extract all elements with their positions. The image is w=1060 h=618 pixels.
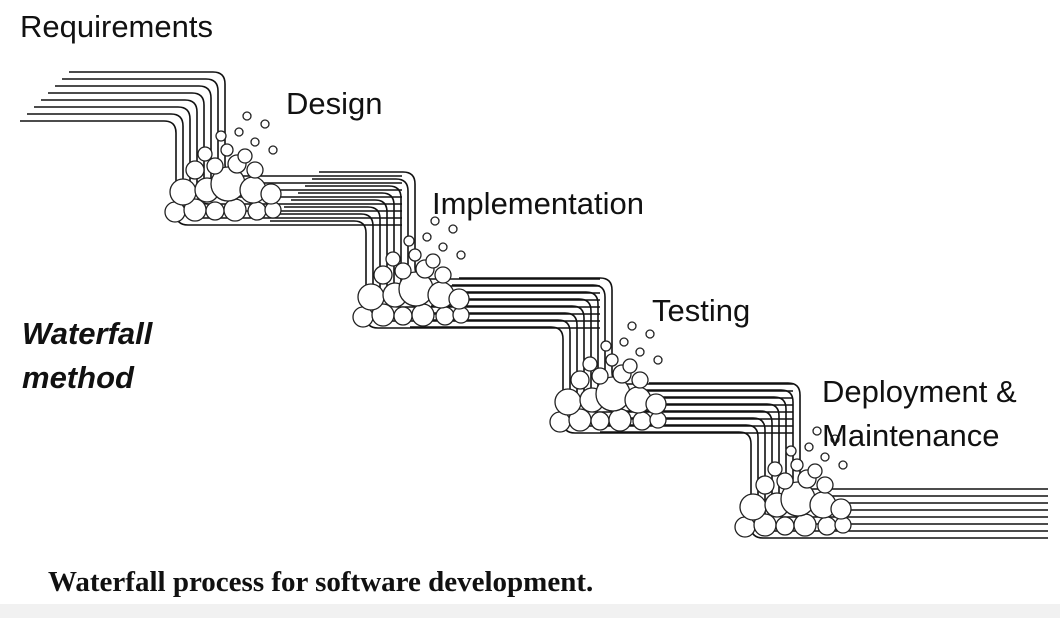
splash-bubble <box>205 201 225 221</box>
waterfall-stream-line <box>20 120 402 226</box>
splash-bubble <box>220 143 234 157</box>
splash-bubble <box>776 472 794 490</box>
splash-bubble <box>619 337 629 347</box>
splash-bubble <box>435 306 455 326</box>
splash-bubble <box>215 130 227 142</box>
splash-bubble <box>403 235 415 247</box>
splash-bubble <box>385 251 401 267</box>
splash-bubble <box>739 493 767 521</box>
splash-bubble <box>830 498 852 520</box>
splash-bubble <box>838 460 848 470</box>
bottom-band <box>0 604 1060 618</box>
stage-label-testing: Testing <box>652 293 751 328</box>
splash-bubble <box>242 111 252 121</box>
splash-bubble <box>394 262 412 280</box>
splash-bubble <box>430 216 440 226</box>
splash-bubble <box>357 283 385 311</box>
waterfall-illustration <box>20 71 1048 539</box>
waterfall-stream-line <box>410 326 793 434</box>
splash-bubble <box>456 250 466 260</box>
splash-bubble <box>434 266 452 284</box>
splash-bubble <box>767 461 783 477</box>
stage-label-deployment: Deployment & Maintenance <box>822 370 1017 458</box>
splash-bubble <box>448 288 470 310</box>
splash-bubble <box>591 367 609 385</box>
side-title-line1: Waterfall <box>22 316 153 351</box>
splash-bubble <box>570 370 590 390</box>
splash-bubble <box>247 201 267 221</box>
splash-bubble <box>373 265 393 285</box>
splash-bubble <box>411 303 435 327</box>
splash-bubble <box>582 356 598 372</box>
splash-bubble <box>260 183 282 205</box>
stage-label-deployment-line1: Deployment & <box>822 374 1017 409</box>
splash-bubble <box>393 306 413 326</box>
splash-bubble <box>804 442 814 452</box>
splash-bubble <box>600 340 612 352</box>
splash-bubble <box>635 347 645 357</box>
splash-bubble <box>793 513 817 537</box>
splash-bubble <box>590 411 610 431</box>
waterfall-stream-line <box>600 431 1048 539</box>
splash-bubble <box>250 137 260 147</box>
splash-bubble <box>169 178 197 206</box>
splash-bubble <box>816 476 834 494</box>
side-title-line2: method <box>22 360 134 395</box>
splash-bubble <box>631 371 649 389</box>
side-title: Waterfall method <box>22 312 152 400</box>
splash-bubble <box>608 408 632 432</box>
splash-bubble <box>268 145 278 155</box>
splash-bubble <box>260 119 270 129</box>
splash-bubble <box>438 242 448 252</box>
stage-label-implementation: Implementation <box>432 186 644 221</box>
splash-bubble <box>790 458 804 472</box>
splash-bubble <box>755 475 775 495</box>
splash-bubble <box>408 248 422 262</box>
splash-bubble <box>622 358 638 374</box>
splash-bubble <box>185 160 205 180</box>
splash-bubble <box>812 426 822 436</box>
waterfall-stream-line <box>270 220 600 329</box>
splash-bubble <box>425 253 441 269</box>
splash-bubble <box>246 161 264 179</box>
figure-caption: Waterfall process for software developme… <box>48 566 594 598</box>
stage-label-requirements: Requirements <box>20 9 213 44</box>
splash-bubble <box>223 198 247 222</box>
splash-bubble <box>237 148 253 164</box>
splash-bubble <box>627 321 637 331</box>
stage-label-design: Design <box>286 86 383 121</box>
splash-bubble <box>422 232 432 242</box>
splash-bubble <box>645 329 655 339</box>
splash-bubble <box>554 388 582 416</box>
splash-bubble <box>632 411 652 431</box>
splash-bubble <box>820 452 830 462</box>
stage-label-deployment-line2: Maintenance <box>822 418 1000 453</box>
splash-bubble <box>775 516 795 536</box>
splash-bubble <box>206 157 224 175</box>
splash-bubble <box>830 434 840 444</box>
splash-bubble <box>785 445 797 457</box>
splash-bubble <box>605 353 619 367</box>
splash-bubble <box>197 146 213 162</box>
splash-bubble <box>807 463 823 479</box>
splash-bubble <box>817 516 837 536</box>
splash-bubble <box>653 355 663 365</box>
splash-bubble <box>448 224 458 234</box>
splash-bubble <box>645 393 667 415</box>
splash-bubble <box>234 127 244 137</box>
